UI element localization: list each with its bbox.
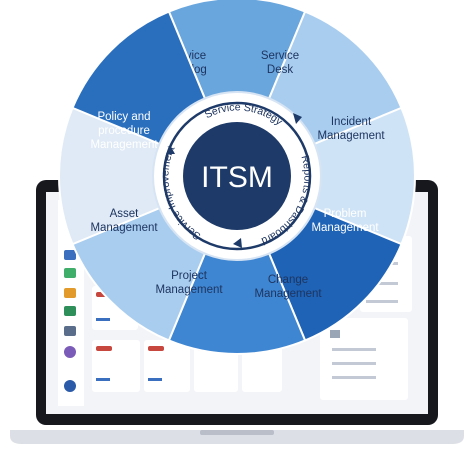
right-panel xyxy=(320,318,408,400)
segment-label-line: Management xyxy=(90,139,158,151)
segment-label-line: Management xyxy=(155,284,223,296)
center-circle xyxy=(183,122,291,230)
segment-label-line: Problem xyxy=(324,208,367,220)
panel-line xyxy=(332,376,376,379)
card-bar xyxy=(96,318,110,321)
segment-label-line: Desk xyxy=(267,64,293,76)
card-badge xyxy=(96,346,112,351)
panel-line xyxy=(332,348,376,351)
panel-icon xyxy=(330,330,340,338)
ring-arrow xyxy=(293,113,302,124)
sidebar-icon xyxy=(64,326,76,336)
segment-label-line: Policy and xyxy=(97,111,150,123)
sidebar-icon xyxy=(64,250,76,260)
card-badge xyxy=(148,346,164,351)
segment-label-line: procedure xyxy=(98,125,150,137)
segment-label-line: Management xyxy=(311,222,379,234)
center-label: ITSM xyxy=(201,161,273,194)
sidebar-icon xyxy=(64,268,76,278)
segment-label-line: Service xyxy=(261,50,299,62)
segment-label-line: Management xyxy=(317,130,385,142)
segment-label-line: Project xyxy=(171,270,208,282)
card-bar xyxy=(96,378,110,381)
sidebar-icon xyxy=(64,306,76,316)
ring-arrow xyxy=(166,145,175,154)
ring-outline xyxy=(162,101,312,251)
list-line xyxy=(366,282,398,285)
ring-arrow xyxy=(233,238,242,248)
segment-label-line: Management xyxy=(90,222,158,234)
itsm-wheel: ServiceCatalogServiceDeskIncidentManagem… xyxy=(58,0,416,355)
segment-label-line: Management xyxy=(254,288,322,300)
list-line xyxy=(366,300,398,303)
panel-line xyxy=(332,362,376,365)
laptop-notch xyxy=(200,430,274,435)
card-bar xyxy=(148,378,162,381)
sidebar-icon xyxy=(64,288,76,298)
sidebar-icon xyxy=(64,380,76,392)
sidebar-icon xyxy=(64,346,76,358)
laptop-base xyxy=(10,430,464,444)
segment-label-line: Incident xyxy=(331,116,372,128)
segment-label-line: Asset xyxy=(110,208,140,220)
segment-label-line: Change xyxy=(268,274,308,286)
core-ring: Service Strategy Reports & Dashboard Ser… xyxy=(152,91,322,261)
